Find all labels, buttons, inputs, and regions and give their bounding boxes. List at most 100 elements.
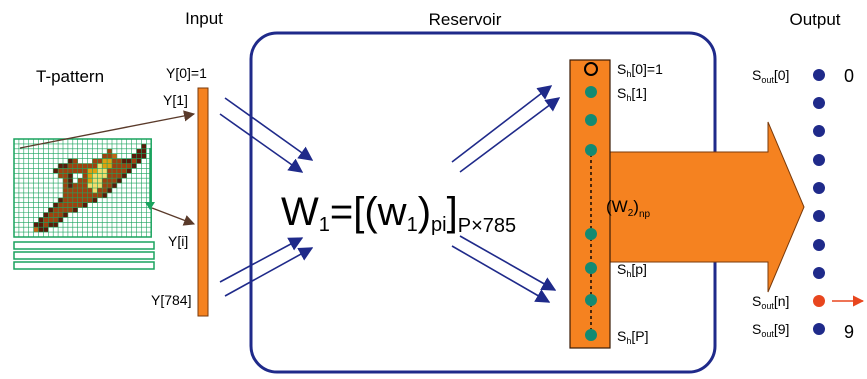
pattern-pixel [92, 163, 98, 169]
pattern-pixel [53, 168, 59, 174]
output-label-sn: Sout[n] [752, 293, 789, 311]
pattern-pixel [92, 188, 98, 193]
hidden-node-5 [585, 294, 597, 306]
output-header: Output [789, 10, 840, 29]
input-vector-bar [197, 87, 209, 317]
pattern-pixel [141, 153, 147, 159]
pattern-pixel [43, 212, 49, 218]
hidden-label-sp: Sh[p] [617, 261, 647, 279]
output-node [813, 210, 825, 222]
pattern-pixel [58, 168, 63, 174]
pattern-pixel [107, 163, 112, 169]
pattern-pixel [58, 202, 63, 208]
pattern-pixel [97, 192, 103, 198]
input-label-yi: Y[i] [168, 233, 188, 249]
pattern-pixel [67, 183, 73, 188]
hidden-node-P [585, 329, 597, 341]
pattern-pixel [82, 168, 88, 174]
pattern-pixel [58, 197, 63, 203]
pattern-pixel [67, 158, 73, 164]
w1-pi-subscript: pi [431, 214, 447, 236]
hidden-node-p [585, 262, 597, 274]
pattern-pixel [72, 197, 78, 203]
output-node [813, 154, 825, 166]
pattern-pixel [63, 212, 68, 218]
pattern-pixel [43, 222, 49, 228]
pattern-pixel [38, 217, 44, 223]
tpattern-pixel-image [13, 138, 152, 238]
pattern-pixel [102, 168, 108, 174]
pattern-pixel [82, 178, 88, 184]
w1-close-paren: ) [418, 190, 431, 234]
pattern-pixel [102, 163, 108, 169]
pattern-pixel [97, 178, 103, 184]
pattern-pixel [92, 197, 98, 203]
pattern-pixel [72, 183, 78, 188]
hidden-node-4 [585, 228, 597, 240]
output-node [813, 97, 825, 109]
pattern-pixel [67, 207, 73, 213]
pattern-pixel [72, 188, 78, 193]
hidden-to-output-arrow [594, 121, 805, 293]
pattern-pixel [102, 178, 108, 184]
pattern-pixel [112, 153, 117, 159]
pattern-pixel [53, 217, 59, 223]
output-node [813, 323, 825, 335]
pattern-pixel [141, 143, 147, 149]
hidden-node-3 [585, 144, 597, 156]
pattern-pixel [92, 173, 98, 179]
pattern-pixel [126, 158, 132, 164]
pattern-pixel [121, 158, 127, 164]
w1-subscript: 1 [319, 214, 330, 236]
pattern-pixel [67, 168, 73, 174]
pattern-pixel [63, 188, 68, 193]
output-nodes [813, 69, 825, 335]
pattern-pixel [112, 178, 117, 184]
hidden-label-sP: Sh[P] [617, 328, 648, 346]
pattern-pixel [112, 173, 117, 179]
pattern-pixel [126, 163, 132, 169]
pattern-pixel [38, 227, 44, 233]
pattern-pixel [33, 227, 39, 233]
output-node [813, 125, 825, 137]
pattern-pixel [136, 158, 142, 164]
pattern-pixel [48, 212, 54, 218]
pattern-pixel [72, 202, 78, 208]
pattern-pixel [63, 168, 68, 174]
pattern-pixel [72, 207, 78, 213]
scan-arrowhead-icon [145, 202, 155, 210]
pattern-pixel [116, 168, 122, 174]
pattern-pixel [63, 183, 68, 188]
output-node [813, 69, 825, 81]
output-node [813, 267, 825, 279]
w1-bracket: ] [447, 190, 458, 234]
pattern-pixel [87, 183, 93, 188]
pattern-pixel [107, 178, 112, 184]
pattern-pixel [141, 148, 147, 154]
pattern-pixel [112, 158, 117, 164]
input-label-y1: Y[1] [163, 92, 188, 108]
pattern-pixel [72, 192, 78, 198]
pattern-pixel [126, 168, 132, 174]
image-to-input-arrow-bottom [151, 207, 196, 226]
pattern-pixel [67, 197, 73, 203]
input-header: Input [185, 9, 223, 28]
pattern-pixel [58, 163, 63, 169]
pattern-pixel [97, 188, 103, 193]
pattern-pixel [97, 168, 103, 174]
pattern-pixel [102, 183, 108, 188]
pattern-pixel [107, 153, 112, 159]
pattern-pixel [53, 212, 59, 218]
pattern-pixel [82, 163, 88, 169]
pattern-pixel [92, 183, 98, 188]
pattern-pixel [38, 222, 44, 228]
pattern-pixel [97, 163, 103, 169]
pattern-pixel [53, 207, 59, 213]
pattern-pixel [102, 192, 108, 198]
hidden-label-s0: Sh[0]=1 [617, 61, 663, 79]
pattern-pixel [43, 217, 49, 223]
output-label-s0: Sout[0] [752, 67, 789, 85]
pattern-pixel [121, 173, 127, 179]
pattern-pixel [48, 222, 54, 228]
